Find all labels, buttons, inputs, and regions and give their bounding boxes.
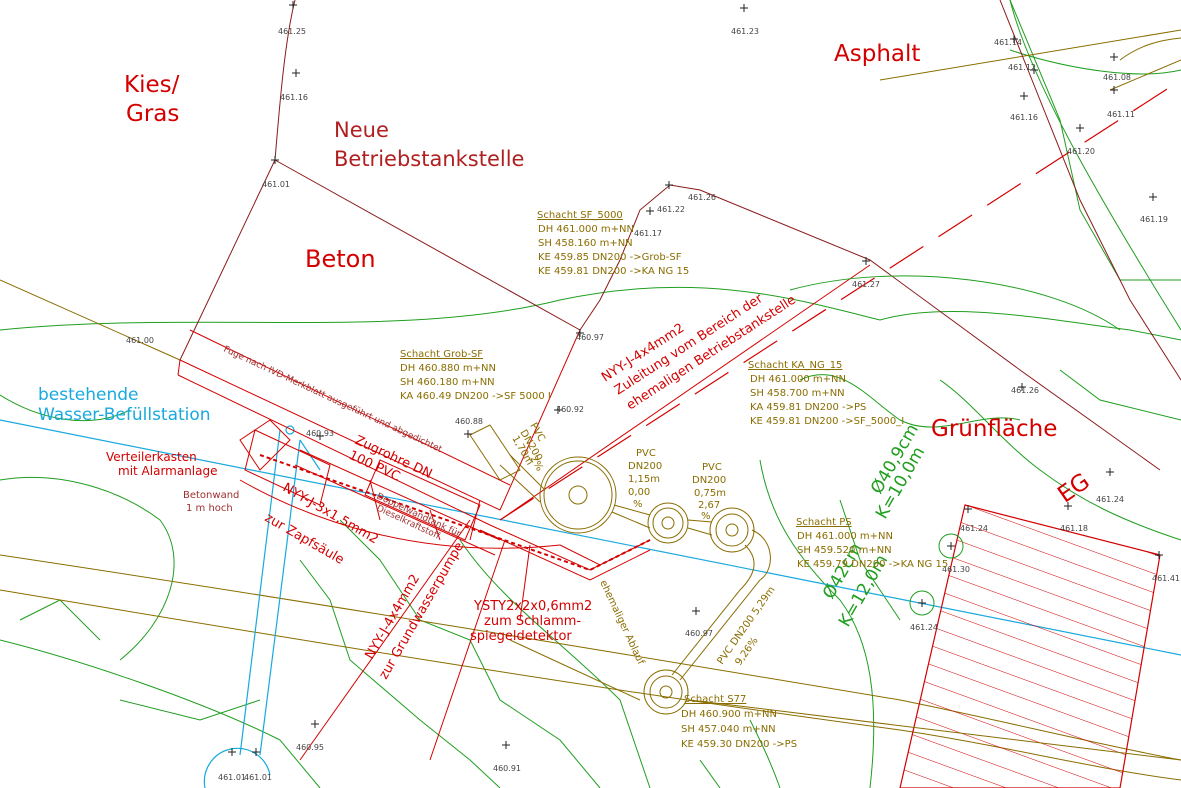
height-label: 461.26 bbox=[1011, 386, 1039, 395]
water-labels: bestehende Wasser-Befüllstation bbox=[38, 385, 211, 425]
area-label-betriebstankstelle: Betriebstankstelle bbox=[334, 147, 524, 171]
height-label: 461.16 bbox=[1010, 113, 1038, 122]
height-label: 461.08 bbox=[1103, 73, 1131, 82]
schacht-s77-line: KE 459.30 DN200 ->PS bbox=[681, 739, 797, 750]
schacht-ka-line: SH 458.700 m+NN bbox=[750, 388, 845, 399]
pipe-2-label: % bbox=[633, 499, 643, 510]
height-label: 461.12 bbox=[1008, 63, 1036, 72]
ysty-label-1: YSTY2x2x0,6mm2 bbox=[473, 599, 592, 614]
height-label: 461.17 bbox=[634, 229, 662, 238]
schacht-ka-line: KA 459.81 DN200 ->PS bbox=[750, 402, 866, 413]
schacht-sf-line: KE 459.81 DN200 ->KA NG 15 bbox=[538, 266, 689, 277]
ysty-label-2: zum Schlamm- bbox=[484, 614, 581, 629]
schacht-sf-line: SH 458.160 m+NN bbox=[538, 238, 633, 249]
area-labels: Kies/ Gras Neue Betriebstankstelle Beton… bbox=[124, 41, 1095, 508]
survey-points bbox=[228, 1, 1163, 756]
height-label: 461.18 bbox=[1060, 524, 1088, 533]
schacht-s77-title: Schacht S77 bbox=[684, 694, 746, 705]
height-label: 461.01 bbox=[262, 180, 290, 189]
height-label: 460.97 bbox=[685, 629, 713, 638]
height-label: 461.23 bbox=[731, 27, 759, 36]
area-label-neue: Neue bbox=[334, 118, 389, 142]
height-label: 461.16 bbox=[280, 93, 308, 102]
height-label: 461.01 bbox=[218, 773, 246, 782]
height-label: 461.24 bbox=[1096, 495, 1124, 504]
schacht-labels: Schacht SF_5000 DH 461.000 m+NN SH 458.1… bbox=[400, 210, 948, 750]
wasser-label-2: Wasser-Befüllstation bbox=[38, 405, 211, 425]
height-label: 461.14 bbox=[994, 38, 1022, 47]
trees bbox=[789, 275, 1121, 616]
schacht-ka-line: KE 459.81 DN200 ->SF_5000_I bbox=[750, 416, 904, 427]
cable-line bbox=[259, 454, 651, 572]
schacht-s77-line: DH 460.900 m+NN bbox=[681, 709, 777, 720]
height-label: 461.30 bbox=[942, 565, 970, 574]
schacht-sf-line: KE 459.85 DN200 ->Grob-SF bbox=[538, 252, 682, 263]
schacht-ps-title: Schacht PS bbox=[796, 517, 852, 528]
height-label: 460.88 bbox=[455, 417, 483, 426]
height-label: 461.25 bbox=[278, 27, 306, 36]
height-label: 461.41 bbox=[1152, 574, 1180, 583]
height-label: 461.01 bbox=[244, 773, 272, 782]
verteiler-label-1: Verteilerkasten bbox=[106, 450, 197, 464]
height-label: 460.97 bbox=[576, 333, 604, 342]
verteiler-label-2: mit Alarmanlage bbox=[118, 464, 218, 478]
schacht-s77-line: SH 457.040 m+NN bbox=[681, 724, 776, 735]
area-label-gruenflaeche: Grünfläche bbox=[931, 416, 1057, 442]
schacht-ps-line: DH 461.000 m+NN bbox=[797, 531, 893, 542]
height-label: 461.11 bbox=[1107, 110, 1135, 119]
area-label-kies: Kies/ bbox=[124, 72, 180, 98]
pipe-2-label: PVC bbox=[636, 448, 656, 459]
schacht-ka-line: DH 461.000 m+NN bbox=[750, 374, 846, 385]
area-label-gras: Gras bbox=[126, 101, 179, 127]
betonwand-label-1: Betonwand bbox=[183, 490, 239, 501]
area-label-asphalt: Asphalt bbox=[834, 41, 920, 67]
dashed-boundary bbox=[499, 79, 1181, 521]
schacht-ps-line: SH 459.520 m+NN bbox=[797, 545, 892, 556]
pipe-2-label: 1,15m bbox=[628, 474, 660, 485]
schacht-grob-line: KA 460.49 DN200 ->SF 5000 I bbox=[400, 391, 551, 402]
zuleitung-label-1: Zuleitung vom Bereich der bbox=[612, 291, 766, 398]
height-label: 461.24 bbox=[960, 524, 988, 533]
height-label: 460.95 bbox=[296, 743, 324, 752]
height-label: 460.91 bbox=[493, 764, 521, 773]
schacht-ps-line: KE 459.79 DN200 ->KA NG 15 bbox=[797, 559, 948, 570]
ysty-label-3: spiegeldetektor bbox=[470, 629, 572, 644]
area-label-beton: Beton bbox=[305, 245, 376, 273]
pipe-3-label: % bbox=[701, 511, 711, 522]
pipe-2-label: 0,00 bbox=[628, 487, 650, 498]
wasser-label-1: bestehende bbox=[38, 385, 139, 405]
eg-building bbox=[899, 504, 1161, 788]
cables bbox=[299, 264, 871, 761]
manholes bbox=[469, 424, 1181, 761]
betonwand-label-2: 1 m hoch bbox=[186, 503, 233, 514]
height-label: 461.26 bbox=[688, 193, 716, 202]
height-label: 461.20 bbox=[1067, 147, 1095, 156]
pipe-3-label: 0,75m bbox=[694, 488, 726, 499]
height-label: 460.93 bbox=[306, 429, 334, 438]
height-labels: 461.25 461.16 461.01 461.00 461.23 461.1… bbox=[126, 27, 1180, 782]
area-label-eg: EG bbox=[1053, 468, 1094, 508]
height-label: 461.24 bbox=[910, 623, 938, 632]
schacht-grob-line: SH 460.180 m+NN bbox=[400, 377, 495, 388]
height-label: 461.19 bbox=[1140, 215, 1168, 224]
height-label: 461.27 bbox=[852, 280, 880, 289]
pipe-3-label: PVC bbox=[702, 462, 722, 473]
schacht-grob-line: DH 460.880 m+NN bbox=[400, 363, 496, 374]
height-label: 461.00 bbox=[126, 336, 154, 345]
tank-slab bbox=[177, 329, 651, 581]
height-label: 461.22 bbox=[657, 205, 685, 214]
pipe-2-label: DN200 bbox=[628, 461, 662, 472]
schacht-grob-title: Schacht Grob-SF bbox=[400, 349, 483, 360]
pipe-3-label: DN200 bbox=[692, 475, 726, 486]
pipe-3-label: 2,67 bbox=[698, 500, 720, 511]
schacht-sf-title: Schacht SF_5000 bbox=[537, 210, 623, 221]
schacht-sf-line: DH 461.000 m+NN bbox=[538, 224, 634, 235]
schacht-ka-title: Schacht KA_NG_15 bbox=[748, 360, 842, 371]
height-label: 460.92 bbox=[556, 405, 584, 414]
